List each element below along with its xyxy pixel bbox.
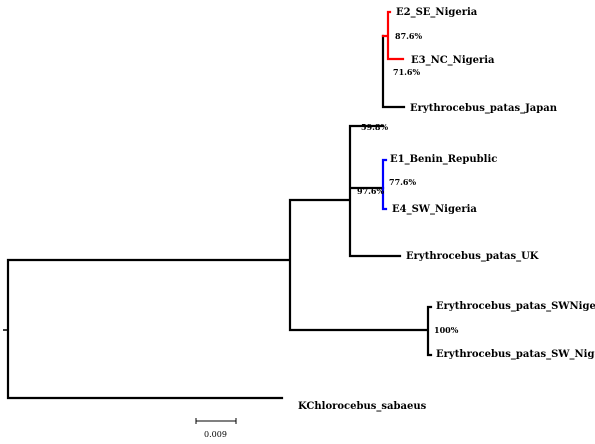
red-clade-branches bbox=[381, 10, 405, 61]
support-value-japan-clade: 59.8% bbox=[361, 122, 388, 132]
leaf-label-japan: Erythrocebus_patas_Japan bbox=[410, 103, 558, 114]
support-value-blue-clade: 97.6% bbox=[357, 186, 384, 196]
scale-bar-label: 0.009 bbox=[204, 430, 227, 439]
leaf-label-e1: E1_Benin_Republic bbox=[390, 154, 497, 165]
leaf-label-uk: Erythrocebus_patas_UK bbox=[406, 251, 539, 262]
support-value-swnigeria-clade: 100% bbox=[434, 325, 459, 335]
leaf-label-swnig2: Erythrocebus_patas_SW_Nigeria bbox=[436, 349, 595, 360]
leaf-label-e4: E4_SW_Nigeria bbox=[392, 204, 477, 215]
leaf-label-e3: E3_NC_Nigeria bbox=[411, 55, 495, 66]
leaf-label-e2: E2_SE_Nigeria bbox=[396, 7, 478, 18]
support-value-e2-e3: 87.6% bbox=[395, 31, 422, 41]
leaf-label-swnig1: Erythrocebus_patas_SWNigeria bbox=[436, 301, 595, 312]
blue-clade-branches bbox=[381, 158, 388, 211]
tree-branches bbox=[6, 34, 433, 400]
support-value-e1-e4: 77.6% bbox=[389, 177, 416, 187]
support-value-e2e3-clade: 71.6% bbox=[393, 67, 420, 77]
leaf-label-outgroup: KChlorocebus_sabaeus bbox=[298, 401, 427, 412]
